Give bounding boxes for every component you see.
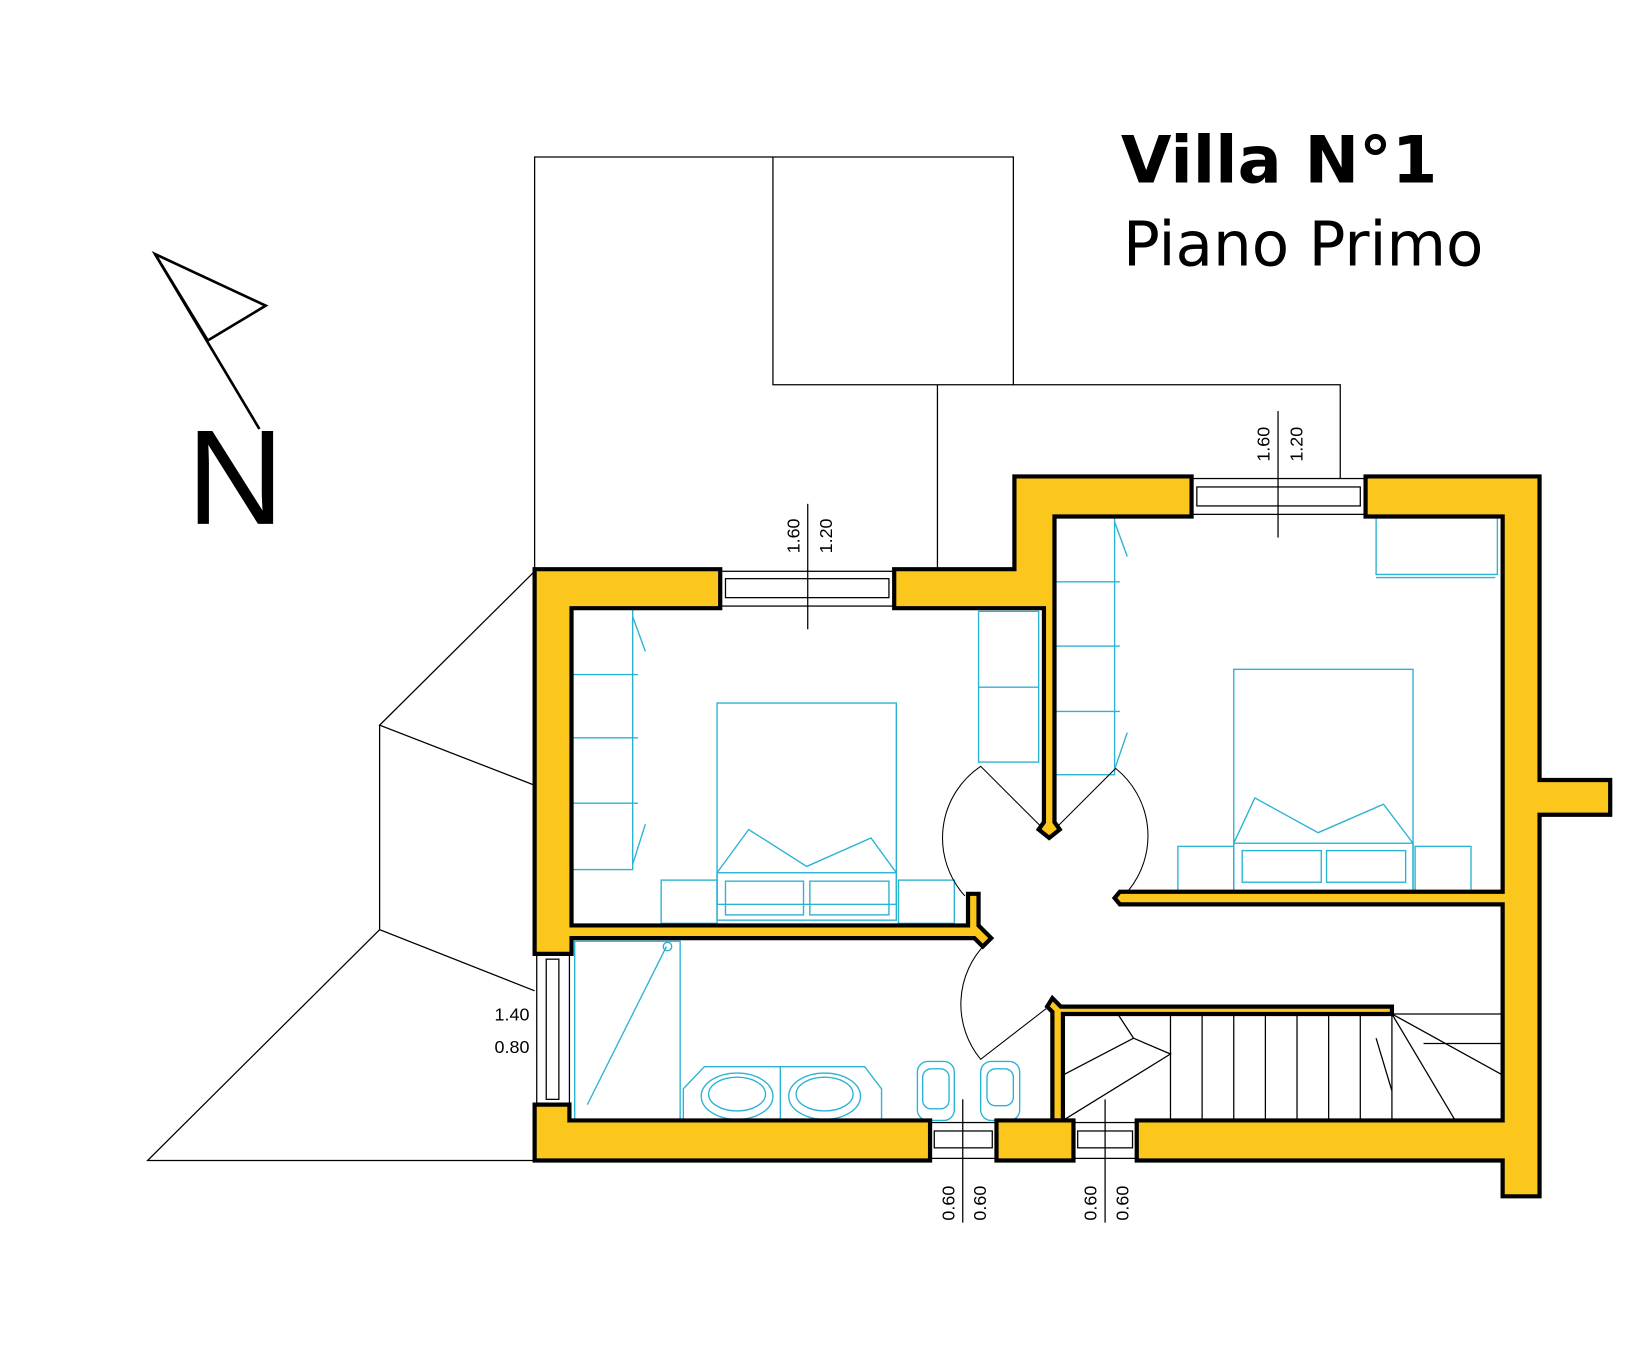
dim-left-window-height: 1.60 bbox=[783, 518, 803, 553]
dim-right-window-height: 1.60 bbox=[1254, 427, 1274, 462]
wall-north-middle bbox=[892, 474, 1194, 841]
wall-west bbox=[532, 567, 995, 957]
dim-right-window-width: 1.20 bbox=[1286, 427, 1306, 462]
site-outline bbox=[146, 156, 1341, 1162]
bedroom-right-furniture bbox=[1053, 515, 1499, 893]
bathroom-furniture bbox=[574, 940, 1021, 1122]
dim-stairs-bottom-height: 0.60 bbox=[1081, 1186, 1101, 1221]
dim-bath-side-height: 1.40 bbox=[495, 1004, 530, 1024]
plan-subtitle: Piano Primo bbox=[1123, 210, 1483, 281]
dim-bath-bottom-width: 0.60 bbox=[970, 1186, 990, 1221]
north-label: N bbox=[187, 402, 284, 553]
wall-stairs bbox=[1044, 994, 1395, 1123]
wall-south-west bbox=[532, 1102, 933, 1163]
plan-title: Villa N°1 bbox=[1121, 122, 1437, 198]
bedroom-left-furniture bbox=[571, 608, 1040, 925]
dimension-lines bbox=[807, 411, 1279, 1223]
doors bbox=[942, 765, 1149, 1061]
wall-east bbox=[1111, 474, 1613, 1199]
wall-south-middle bbox=[994, 1118, 1076, 1163]
dim-bath-side-width: 0.80 bbox=[495, 1037, 530, 1057]
walls bbox=[532, 474, 1613, 1199]
dim-bath-bottom-height: 0.60 bbox=[938, 1186, 958, 1221]
north-arrow-icon bbox=[151, 250, 269, 430]
staircase bbox=[1062, 1013, 1503, 1121]
dim-left-window-width: 1.20 bbox=[816, 518, 836, 553]
dim-stairs-bottom-width: 0.60 bbox=[1112, 1186, 1132, 1221]
